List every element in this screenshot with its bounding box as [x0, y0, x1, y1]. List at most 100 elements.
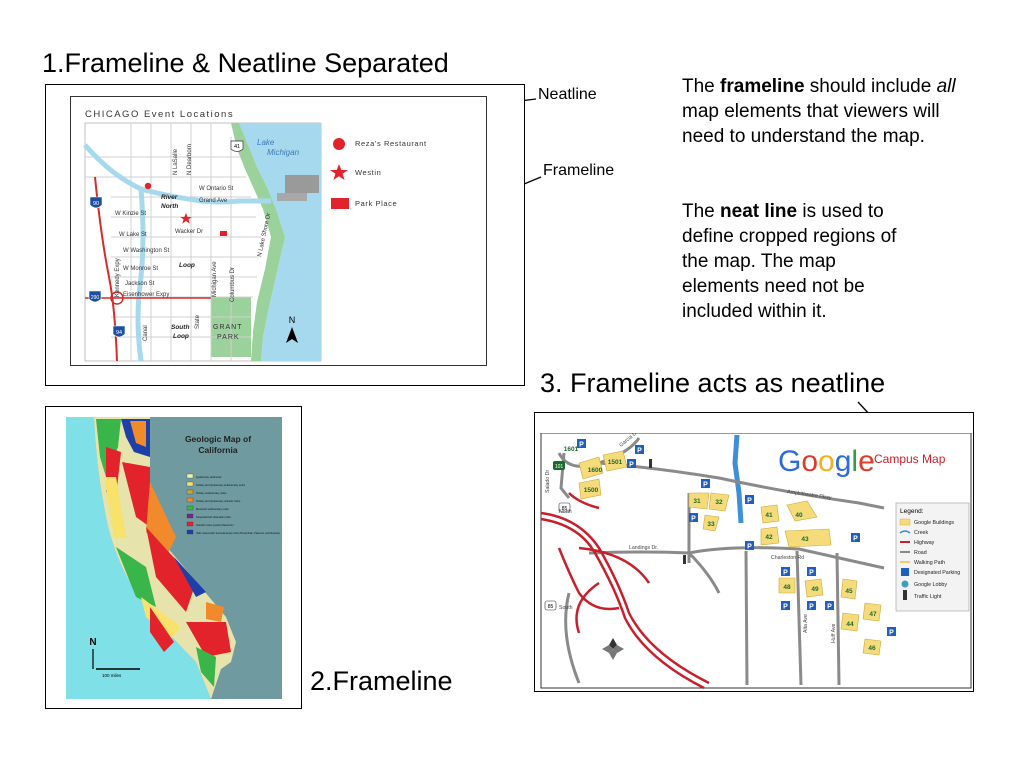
park-place-legend-icon — [331, 198, 349, 209]
shield-label: 290 — [91, 295, 100, 301]
lakeshore-park — [231, 123, 285, 361]
title-frameline-acts-as-neatline: 3. Frameline acts as neatline — [540, 368, 886, 398]
building-label: 1500 — [584, 487, 599, 494]
neighborhood-label: North — [161, 203, 178, 210]
traffic-light-icon — [649, 459, 652, 468]
text-run: The — [682, 201, 721, 222]
map-title: Geologic Map of — [185, 434, 251, 444]
legend-label: Walking Path — [914, 560, 945, 566]
north-arrow-icon — [286, 327, 298, 343]
park-place-marker — [220, 231, 227, 236]
legend-label: Road — [914, 550, 927, 556]
shield-label: 85 — [548, 604, 554, 610]
legend-swatch — [186, 529, 194, 535]
legend-label: Park Place — [355, 199, 397, 208]
geology-unit — [174, 557, 206, 597]
buildings — [578, 450, 882, 656]
geology-legend: Quaternary sediments Tertiary and Quater… — [186, 473, 280, 535]
parking-label: P — [703, 482, 708, 489]
parking-icon: P — [781, 601, 790, 611]
parking-label: P — [889, 630, 894, 637]
traffic-light-icon — [683, 555, 686, 564]
building-label: 1601 — [564, 446, 579, 453]
campus-map-title: Campus Map — [874, 452, 946, 466]
westin-marker — [180, 213, 192, 224]
legend-label: Reza's Restaurant — [355, 139, 427, 148]
chicago-neatline: CHICAGO Event Locations — [70, 96, 487, 366]
neighborhood-label: River — [161, 194, 178, 201]
legend-label: Mesozoic sedimentary rocks — [196, 507, 229, 511]
interstate-90-shield: 90 — [89, 196, 103, 209]
legend-buildings-swatch — [899, 518, 911, 526]
parking-icon: P — [851, 533, 860, 543]
parking-icon: P — [745, 541, 754, 551]
google-frameline: 1600 1601 1500 1501 31 32 33 41 42 40 43… — [534, 412, 974, 692]
building-label: 46 — [868, 645, 876, 652]
title-frameline-neatline-separated: 1.Frameline & Neatline Separated — [42, 48, 449, 78]
label-neatline: Neatline — [538, 86, 597, 103]
geology-unit — [122, 462, 150, 527]
road-label: South — [559, 605, 573, 611]
parking-label: P — [783, 570, 788, 577]
legend-label: Traffic Light — [914, 594, 942, 600]
park-label: PARK — [217, 334, 240, 341]
compass-icon — [602, 638, 624, 660]
route-101-shield: 101 — [553, 461, 565, 470]
building-label: 49 — [811, 586, 819, 593]
parking-label: P — [827, 604, 832, 611]
neighborhood-label: Loop — [173, 333, 189, 340]
scale-label: 100 miles — [102, 673, 122, 678]
legend-swatch — [186, 481, 194, 487]
text-bold: neat line — [720, 201, 798, 222]
legend-label: Highway — [914, 540, 935, 546]
legend-label: Tertiary and Quaternary volcanic rocks — [196, 499, 241, 503]
map-title: California — [198, 445, 237, 455]
street-label: W Washington St — [123, 248, 169, 254]
legend-swatch — [186, 497, 194, 503]
legend-creek-swatch — [899, 530, 911, 534]
parking-icons: P P P P P P P P P P P P P P — [577, 439, 896, 637]
parking-label: P — [747, 498, 752, 505]
legend-label: Creek — [914, 530, 928, 536]
highways — [540, 492, 710, 690]
text-run: map elements that viewers will need to u… — [682, 101, 940, 147]
geology-unit — [104, 477, 126, 537]
parking-label: P — [691, 516, 696, 523]
park-label: GRANT — [213, 324, 243, 331]
street-label: W Ontario St — [199, 186, 234, 192]
text-run: should include — [804, 76, 937, 97]
road-label: Huff Ave — [831, 623, 837, 643]
street-label: Grand Ave — [199, 198, 228, 204]
pier — [277, 193, 307, 201]
legend-traffic-light-icon — [903, 590, 907, 600]
road-label: Salado Dr — [545, 470, 551, 493]
chicago-map: CHICAGO Event Locations — [83, 109, 427, 362]
parking-label: P — [783, 604, 788, 611]
pacific-ocean — [66, 417, 211, 699]
street-label: Jackson St — [125, 281, 155, 287]
parking-label: P — [637, 448, 642, 455]
legend-label: Designated Parking — [914, 570, 960, 576]
parking-label: P — [809, 604, 814, 611]
road-label: North — [559, 509, 572, 515]
label-frameline: Frameline — [543, 162, 615, 179]
street-label: W Lake St — [119, 232, 147, 238]
geology-unit — [196, 647, 216, 687]
westin-legend-icon — [330, 164, 348, 180]
parking-icon: P — [701, 479, 710, 489]
parking-label: P — [809, 570, 814, 577]
shield-label: 101 — [555, 464, 564, 470]
creek — [732, 434, 744, 524]
building-label: 47 — [869, 611, 877, 618]
text-bold: frameline — [720, 76, 805, 97]
geology-unit — [186, 622, 231, 657]
street-label: N LaSalle — [173, 148, 179, 175]
title-frameline: 2.Frameline — [310, 666, 453, 696]
building-label: 33 — [707, 521, 715, 528]
legend-label: Google Buildings — [914, 520, 954, 526]
geology-unit — [150, 607, 174, 652]
chicago-map-title: CHICAGO Event Locations — [85, 109, 234, 120]
building-label: 44 — [846, 621, 854, 628]
road-label: Alta Ave — [803, 614, 809, 633]
street-label: Michigan Ave — [212, 261, 218, 297]
